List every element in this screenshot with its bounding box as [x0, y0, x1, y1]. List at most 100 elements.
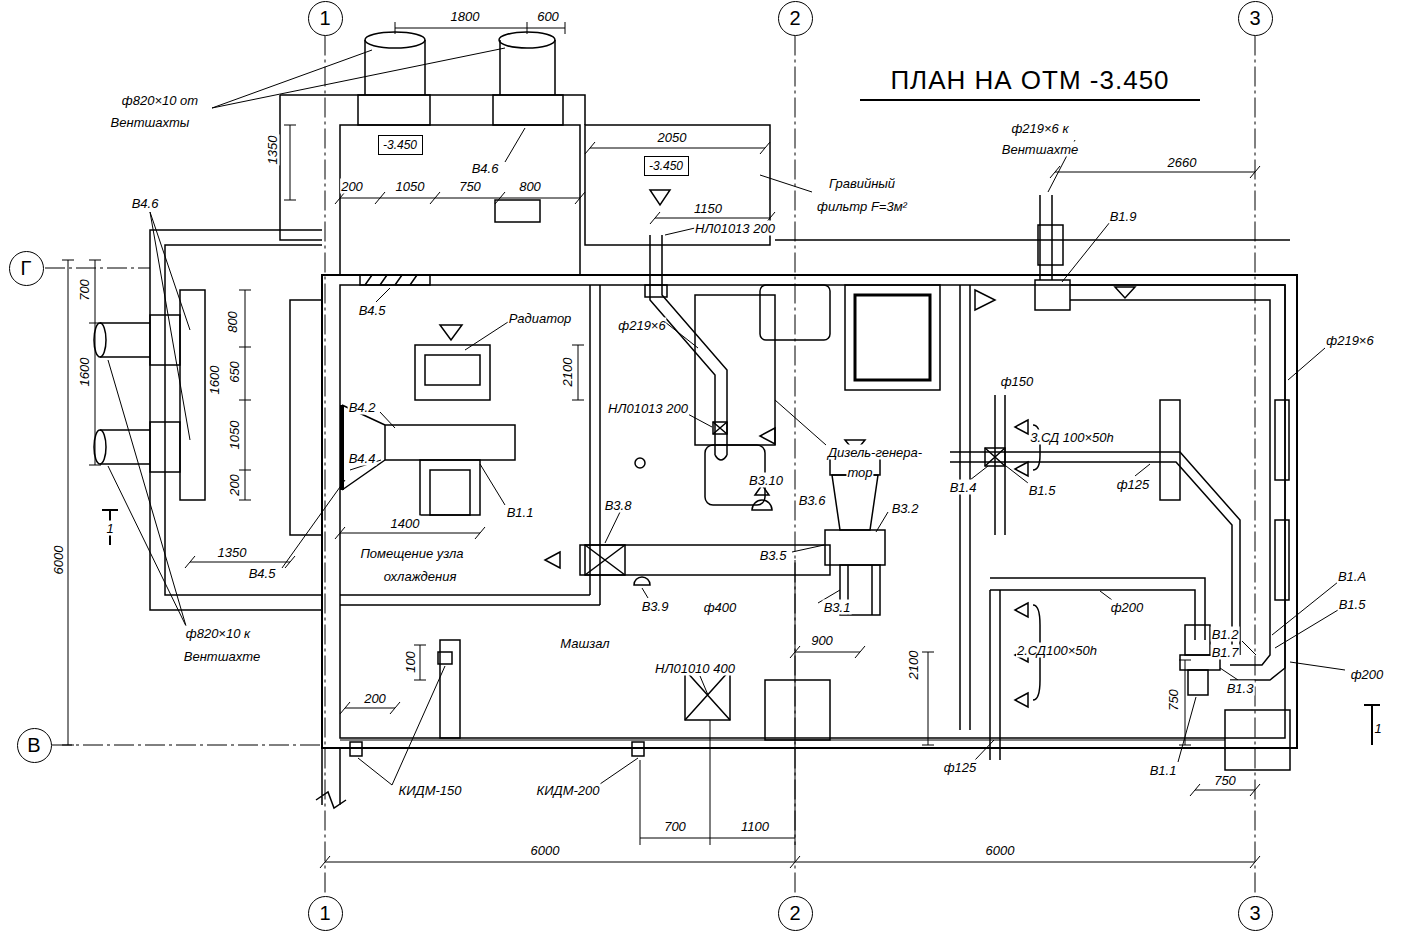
- ventilation-pipes: [94, 430, 106, 464]
- dimension-lines: [62, 22, 1260, 868]
- leader-lines: [876, 512, 888, 532]
- air-ducts: [1035, 280, 1070, 310]
- drawing-label: Помещение узла: [359, 546, 464, 561]
- drawing-label: 6000: [985, 843, 1016, 858]
- walls: [150, 95, 1297, 808]
- drawing-label: Вентшахте: [1001, 142, 1079, 157]
- drawing-label: охлаждения: [383, 569, 458, 584]
- drawing-label: В4.6: [471, 161, 500, 176]
- leader-lines: [1220, 668, 1238, 680]
- diesel-generator: [645, 285, 667, 297]
- air-ducts: [950, 195, 1289, 760]
- exhaust-duct: [580, 545, 830, 575]
- walls: [340, 285, 1285, 738]
- drawing-label: В4.5: [248, 566, 277, 581]
- cooling-equipment: [420, 460, 480, 515]
- drawing-label: В3.6: [798, 493, 827, 508]
- drawing-label: В1.5: [1028, 483, 1057, 498]
- drawing-label: 3.СД 100×50h: [1029, 430, 1115, 445]
- diesel-generator: [650, 190, 670, 205]
- leader-lines: [665, 228, 695, 235]
- axis-mark: 2: [789, 902, 800, 925]
- drawing-label: 800: [518, 179, 542, 194]
- axis-bubble: 2: [778, 1, 813, 36]
- cooling-equipment: [342, 405, 385, 490]
- drawing-label: 2100: [906, 650, 921, 681]
- air-ducts: [950, 452, 1240, 655]
- leader-lines: [212, 48, 505, 108]
- air-ducts: [1185, 625, 1210, 655]
- air-ducts: [995, 395, 1005, 535]
- air-ducts: [1040, 195, 1052, 280]
- drawing-label: В1.7: [1211, 645, 1240, 660]
- elevation-mark: -3.450: [649, 159, 683, 173]
- axis-bubble: 2: [778, 896, 813, 931]
- walls: [290, 300, 322, 535]
- columns: [685, 670, 730, 720]
- drawing-label: Радиатор: [508, 311, 573, 326]
- axis-mark: Г: [21, 257, 32, 280]
- leader-lines: [380, 412, 395, 428]
- exhaust-duct: [832, 475, 878, 530]
- leader-lines: [970, 466, 988, 480]
- drawing-label: 750: [458, 179, 482, 194]
- drawing-label: Вентшахте: [183, 649, 261, 664]
- ventilation-pipes: [180, 290, 205, 500]
- drawing-label: В1.2: [1211, 627, 1240, 642]
- columns: [685, 670, 730, 720]
- columns: [765, 680, 830, 740]
- drawing-label: 200: [340, 179, 364, 194]
- drawing-label: ф200: [1110, 600, 1145, 615]
- drawing-label: КИДМ-200: [536, 783, 601, 798]
- drawing-label: ф219×6 к: [1010, 121, 1069, 136]
- leader-lines: [358, 666, 445, 785]
- exhaust-duct: [585, 545, 625, 575]
- drawing-label: 1050: [395, 179, 426, 194]
- drawing-label: В3.8: [604, 498, 633, 513]
- drawing-label: 1: [1373, 721, 1382, 736]
- drawing-label: Гравийный: [828, 176, 896, 191]
- columns: [340, 740, 1225, 741]
- air-ducts: [1038, 225, 1063, 265]
- drawing-label: В1.3: [1226, 681, 1255, 696]
- leader-lines: [465, 322, 508, 350]
- cooling-equipment: [415, 345, 490, 400]
- drawing-label: 650: [227, 360, 242, 384]
- axis-lines: [52, 745, 322, 746]
- drawing-label: В3.10: [748, 473, 784, 488]
- drawing-label: В3.5: [759, 548, 788, 563]
- exhaust-duct: [848, 565, 872, 615]
- ventilation-pipes: [360, 275, 430, 285]
- walls: [775, 239, 1290, 241]
- dimension-lines: [239, 290, 251, 500]
- axis-bubble: 1: [308, 896, 343, 931]
- exhaust-duct: [585, 545, 625, 575]
- leader-lines: [1062, 222, 1110, 282]
- drawing-label: 700: [77, 278, 92, 302]
- leader-lines: [376, 288, 390, 302]
- leader-lines: [600, 758, 638, 784]
- section-marks: [102, 510, 1380, 745]
- drawing-label: 1600: [207, 365, 222, 396]
- drawing-label: КИДМ-150: [398, 783, 463, 798]
- drawing-label: В1.А: [1337, 569, 1367, 584]
- drawing-label: 800: [225, 310, 240, 334]
- leader-lines: [975, 740, 994, 760]
- ventilation-pipes: [94, 32, 563, 500]
- leader-lines: [665, 322, 698, 348]
- axis-bubble: 3: [1238, 896, 1273, 931]
- drawing-label: В1.5: [1338, 597, 1367, 612]
- dimension-lines: [62, 260, 74, 745]
- drawing-label: 1800: [450, 9, 481, 24]
- dimension-lines: [1050, 166, 1260, 178]
- leader-lines: [108, 360, 186, 626]
- leader-lines: [642, 588, 648, 598]
- air-ducts: [1275, 400, 1289, 480]
- air-ducts: [1015, 420, 1028, 707]
- drawing-label: 750: [1213, 773, 1237, 788]
- leader-lines: [1272, 582, 1338, 648]
- cooling-equipment: [430, 470, 470, 515]
- columns: [340, 652, 1290, 770]
